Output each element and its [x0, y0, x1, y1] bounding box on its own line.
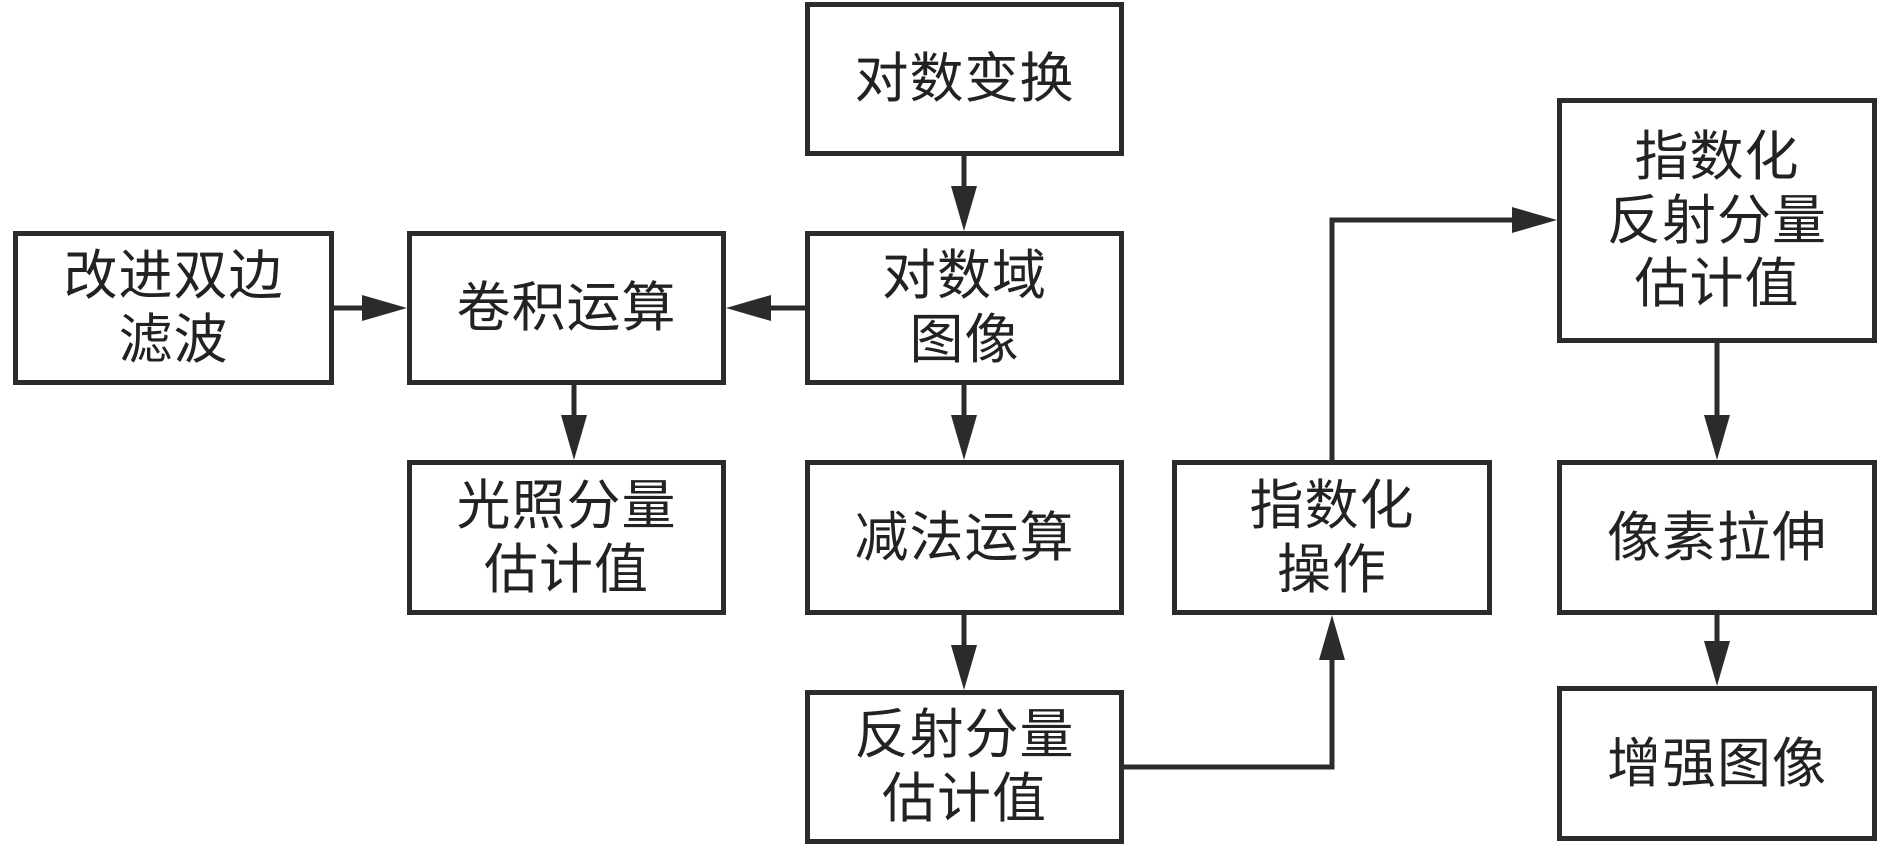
arrowhead-illumination [561, 415, 587, 460]
arrowhead-enhanced-image [1704, 641, 1730, 686]
arrowhead-convolution-left [362, 295, 407, 321]
node-enhanced-image: 增强图像 [1557, 686, 1877, 841]
node-illumination-estimate: 光照分量 估计值 [407, 460, 726, 615]
arrowhead-subtraction [951, 415, 977, 460]
node-convolution: 卷积运算 [407, 231, 726, 385]
arrowhead-exponential-operation [1319, 615, 1345, 660]
arrowhead-convolution-right [726, 295, 771, 321]
node-log-domain-image: 对数域 图像 [805, 231, 1124, 385]
arrowhead-log-domain-image [951, 186, 977, 231]
node-exponential-operation: 指数化 操作 [1172, 460, 1492, 615]
node-exponential-reflection-estimate: 指数化 反射分量 估计值 [1557, 98, 1877, 343]
edge-exponential-operation-to-exponential-reflection [1329, 217, 1512, 460]
arrowhead-reflection [951, 645, 977, 690]
arrowhead-exponential-reflection [1512, 207, 1557, 233]
node-subtraction: 减法运算 [805, 460, 1124, 615]
node-log-transform: 对数变换 [805, 2, 1124, 156]
node-pixel-stretch: 像素拉伸 [1557, 460, 1877, 615]
arrowhead-pixel-stretch [1704, 415, 1730, 460]
edge-reflection-to-exponential-operation [1124, 660, 1335, 770]
node-improved-bilateral-filter: 改进双边 滤波 [13, 231, 334, 385]
node-reflection-estimate: 反射分量 估计值 [805, 690, 1124, 844]
